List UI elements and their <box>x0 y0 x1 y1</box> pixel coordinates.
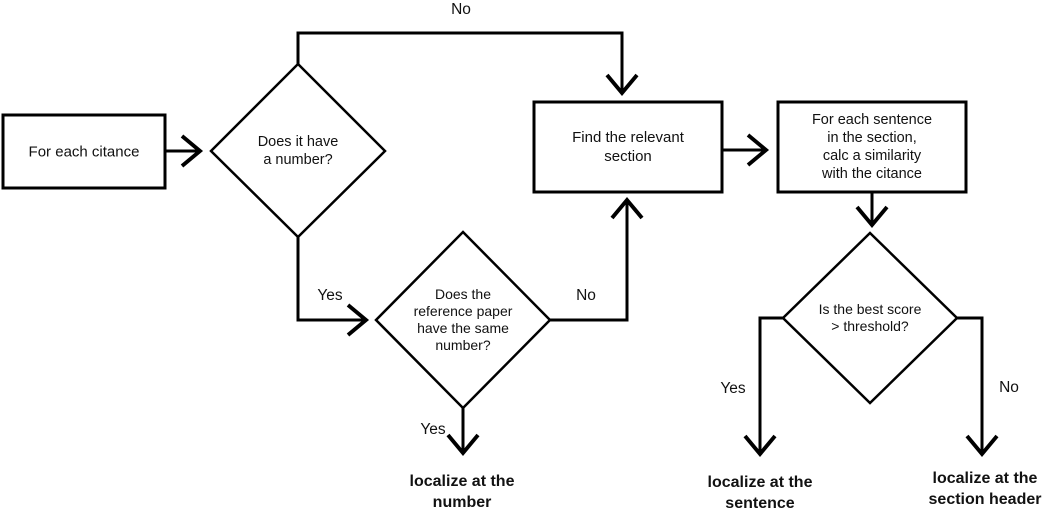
edge-yes-to-same-number <box>296 236 370 337</box>
decision-same-number-line3: have the same <box>417 320 509 336</box>
terminal-section-header-line2: section header <box>928 491 1042 508</box>
decision-same-number-line4: number? <box>435 337 491 353</box>
decision-same-number-label: Does the reference paper have the same n… <box>414 286 513 354</box>
edge-no-to-find-section-bottom <box>550 196 644 322</box>
calc-similarity-node-shape <box>776 100 968 194</box>
calc-similarity-line1: For each sentence <box>811 112 933 128</box>
edge-label-yes-has-number: Yes <box>317 287 343 304</box>
decision-same-number-line2: reference paper <box>413 303 513 319</box>
calc-similarity-line2: in the section, <box>827 130 917 146</box>
terminal-number-line2: number <box>432 494 492 511</box>
edge-no-to-find-section <box>296 31 639 97</box>
start-node-shape <box>1 113 167 190</box>
start-node-label: For each citance <box>28 143 140 161</box>
calc-similarity-line3: calc a similarity <box>822 148 922 164</box>
terminal-sentence-line2: sentence <box>725 495 795 512</box>
edge-label-no-same-number: No <box>576 287 596 304</box>
decision-has-number-label: Does it have a number? <box>258 133 339 169</box>
decision-has-number-line2: a number? <box>263 152 333 168</box>
decision-best-score-line2: > threshold? <box>831 318 909 334</box>
find-section-line1: Find the relevant <box>572 129 684 146</box>
decision-same-number-shape <box>374 230 552 410</box>
decision-has-number-line1: Does it have <box>257 134 339 150</box>
terminal-localize-sentence: localize at the sentence <box>708 472 813 512</box>
find-section-node-shape <box>532 100 724 194</box>
terminal-localize-number: localize at the number <box>410 471 515 512</box>
terminal-number-line1: localize at the <box>409 473 515 490</box>
decision-best-score-line1: Is the best score <box>818 301 922 317</box>
decision-best-score-label: Is the best score > threshold? <box>819 301 922 335</box>
find-section-line2: section <box>604 148 652 165</box>
terminal-sentence-line1: localize at the <box>707 474 813 491</box>
edge-label-yes-best-score: Yes <box>720 380 746 397</box>
find-section-node-label: Find the relevant section <box>572 128 684 166</box>
edge-yes-to-sentence <box>743 316 783 458</box>
edge-label-no-best-score: No <box>999 379 1019 396</box>
terminal-section-header-line1: localize at the <box>932 470 1038 487</box>
edge-no-to-section-header <box>957 316 999 458</box>
decision-same-number-line1: Does the <box>434 286 492 302</box>
edge-label-yes-same-number: Yes <box>420 421 446 438</box>
edge-label-no-top: No <box>451 1 471 18</box>
calc-similarity-node-label: For each sentence in the section, calc a… <box>812 111 932 183</box>
calc-similarity-line4: with the citance <box>822 166 922 182</box>
decision-has-number-shape <box>209 62 387 239</box>
terminal-localize-section-header: localize at the section header <box>929 468 1042 510</box>
decision-best-score-shape <box>781 231 959 405</box>
